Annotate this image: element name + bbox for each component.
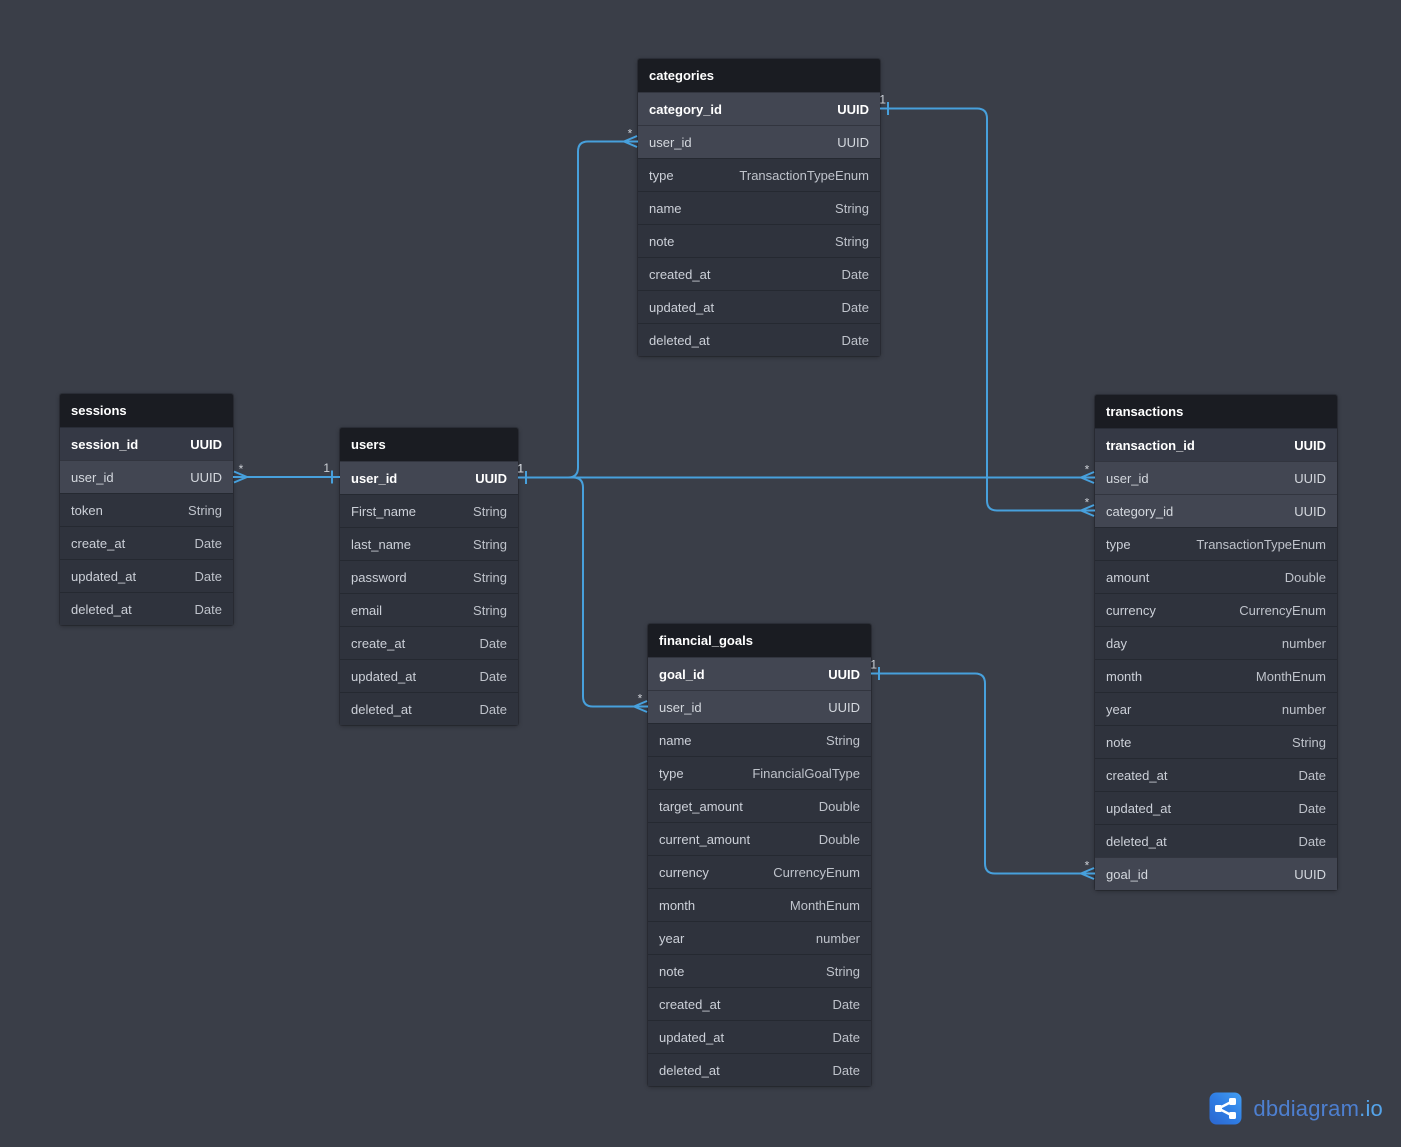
relation-categories-transactions[interactable] — [880, 109, 1095, 511]
watermark-text: dbdiagram.io — [1253, 1096, 1383, 1122]
relation-users-categories[interactable] — [518, 142, 638, 478]
dbdiagram-watermark[interactable]: dbdiagram.io — [1209, 1092, 1383, 1125]
one-label-categories-transactions-from: 1 — [879, 93, 886, 107]
dbdiagram-logo-icon — [1209, 1092, 1242, 1125]
relation-financial-goals-transactions[interactable] — [871, 674, 1095, 874]
many-label-users-categories-to: * — [628, 127, 633, 141]
many-label-categories-transactions-to: * — [1085, 496, 1090, 510]
many-label-financial-goals-transactions-to: * — [1085, 859, 1090, 873]
many-label-users-financial-goals-to: * — [638, 692, 643, 706]
one-label-financial-goals-transactions-from: 1 — [870, 658, 877, 672]
watermark-brand: dbdiagram — [1253, 1096, 1359, 1121]
watermark-tld: .io — [1359, 1096, 1383, 1121]
one-label-sessions-users-to: 1 — [323, 461, 330, 475]
one-label-users-transactions-from: 1 — [517, 462, 524, 476]
many-label-users-transactions-to: * — [1085, 463, 1090, 477]
relation-users-financial-goals[interactable] — [518, 478, 648, 707]
many-label-sessions-users-from: * — [239, 462, 244, 476]
